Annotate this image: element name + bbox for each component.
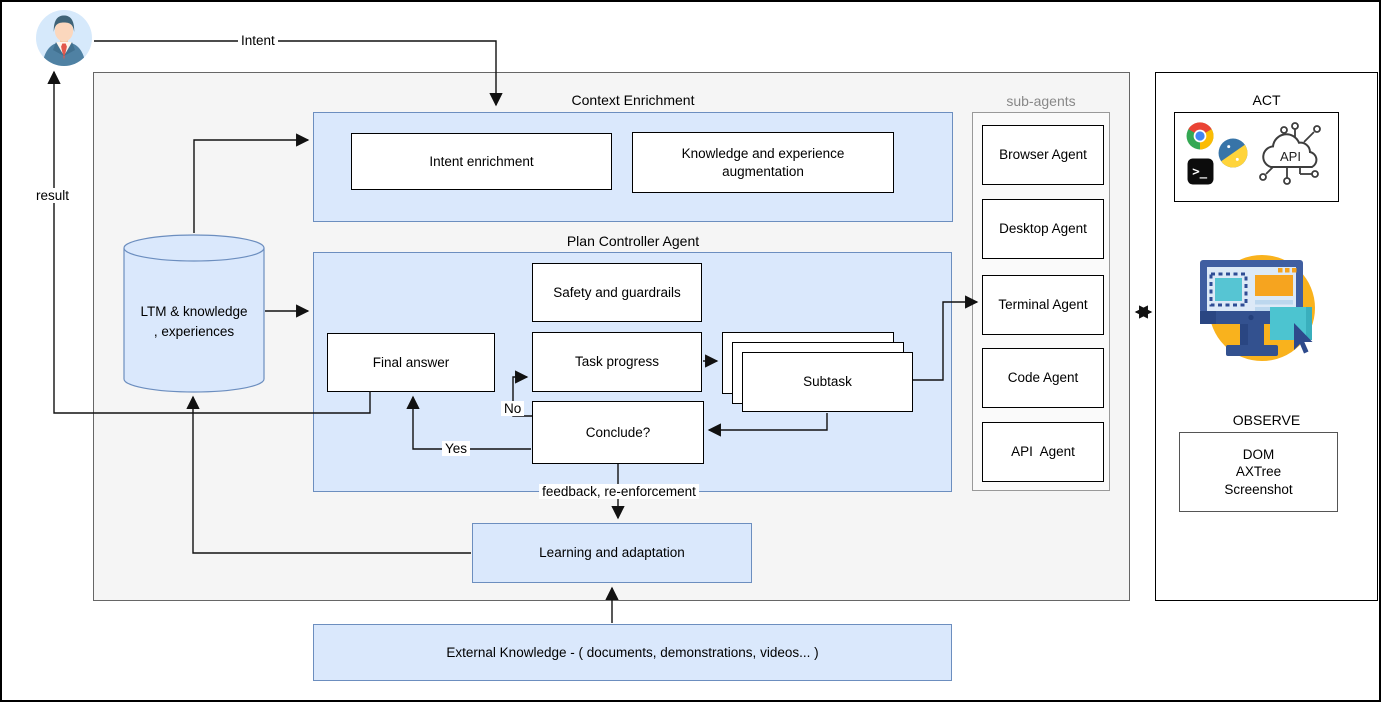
yes-label: Yes (442, 441, 471, 456)
no-label: No (501, 401, 525, 416)
user-avatar-icon (36, 10, 92, 66)
terminal-agent-node: Terminal Agent (982, 275, 1104, 335)
safety-guardrails-node: Safety and guardrails (532, 263, 702, 322)
desktop-agent-node: Desktop Agent (982, 199, 1104, 259)
conclude-node: Conclude? (532, 401, 704, 464)
api-agent-node: API Agent (982, 422, 1104, 482)
code-agent-node: Code Agent (982, 348, 1104, 408)
sub-agents-title: sub-agents (1006, 93, 1076, 109)
chrome-icon (1186, 122, 1214, 150)
ltm-label-line1: LTM & knowledge (140, 304, 248, 319)
final-answer-node: Final answer (327, 333, 495, 392)
browser-agent-node: Browser Agent (982, 125, 1104, 185)
result-label: result (33, 188, 73, 203)
computer-monitor-illustration (1200, 255, 1315, 361)
context-enrichment-title: Context Enrichment (571, 92, 695, 108)
external-knowledge-node: External Knowledge - ( documents, demons… (313, 624, 952, 681)
feedback-label: feedback, re-enforcement (539, 484, 699, 499)
learning-adaptation-node: Learning and adaptation (472, 523, 752, 583)
observe-title: OBSERVE (1232, 412, 1301, 428)
api-icon-text: API (1280, 149, 1301, 164)
ltm-label-line2: , experiences (153, 323, 235, 339)
act-title: ACT (1252, 92, 1281, 108)
observe-line-screenshot: Screenshot (1224, 481, 1293, 497)
knowledge-augmentation-node: Knowledge and experience augmentation (632, 132, 894, 193)
observe-outputs-box: DOM AXTree Screenshot (1179, 432, 1338, 512)
api-cloud-icon: API (1259, 122, 1321, 185)
python-icon (1218, 138, 1248, 168)
observe-line-dom: DOM (1242, 446, 1275, 462)
observe-line-axtree: AXTree (1235, 464, 1282, 480)
ltm-label: LTM & knowledge , experiences (128, 302, 260, 341)
intent-label: Intent (238, 33, 278, 48)
terminal-icon: >_ (1187, 158, 1214, 185)
terminal-icon-glyph: >_ (1192, 164, 1207, 180)
plan-controller-title: Plan Controller Agent (566, 233, 700, 249)
intent-enrichment-node: Intent enrichment (351, 133, 612, 190)
task-progress-node: Task progress (532, 332, 702, 392)
subtask-node: Subtask (742, 352, 913, 412)
